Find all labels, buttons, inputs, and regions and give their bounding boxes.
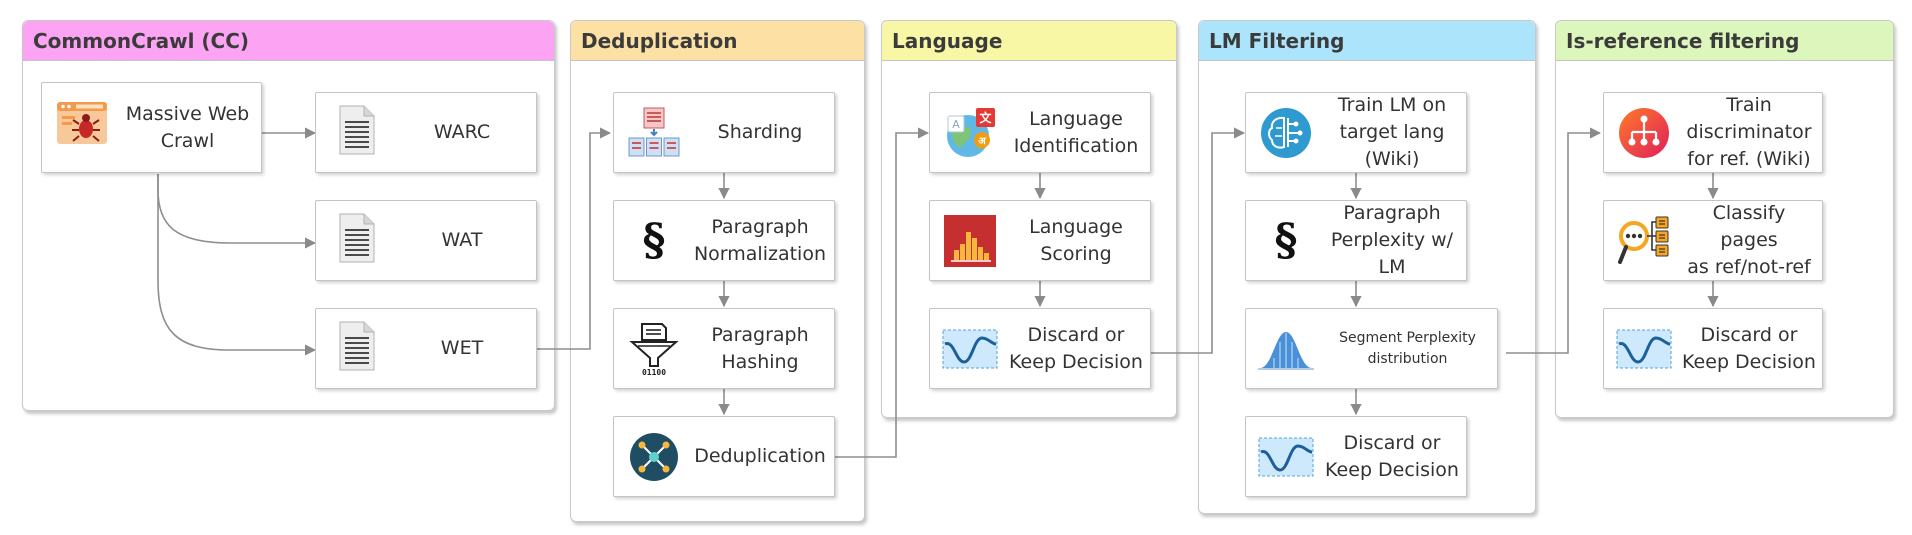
- node-language-discard-keep-label: Discard or Keep Decision: [1009, 323, 1143, 373]
- discriminator-tree-icon: [1619, 108, 1669, 158]
- translate-globe-icon: A 文 अ: [947, 108, 995, 157]
- node-wat-label: WAT: [441, 229, 483, 251]
- node-paragraph-normalization-label: Paragraph Normalization: [693, 215, 827, 265]
- node-ref-discard-keep: Discard or Keep Decision: [1603, 308, 1823, 389]
- node-segment-perplexity-label: Segment Perplexity distribution: [1339, 329, 1476, 367]
- node-classify-pages-label: Classify pages as ref/not-ref: [1687, 202, 1811, 278]
- node-wet-label: WET: [440, 337, 484, 359]
- node-classify-pages: Classify pages as ref/not-ref: [1603, 200, 1823, 281]
- classify-search-icon: [1618, 216, 1669, 264]
- wave-signal-icon: [942, 329, 998, 369]
- stage-deduplication-title: Deduplication: [571, 21, 864, 61]
- svg-text:01100: 01100: [642, 368, 666, 376]
- node-lm-discard-keep-label: Discard or Keep Decision: [1325, 431, 1459, 481]
- node-language-scoring: Language Scoring: [929, 200, 1151, 281]
- node-language-identification: A 文 अ Language Identification: [929, 92, 1151, 173]
- node-warc-label: WARC: [433, 121, 491, 143]
- bell-curve-icon: [1258, 332, 1314, 370]
- database-sharding-icon: [628, 107, 680, 157]
- bar-chart-icon: [944, 215, 996, 267]
- node-paragraph-perplexity-label: Paragraph Perplexity w/ LM: [1330, 202, 1454, 278]
- stage-commoncrawl-title: CommonCrawl (CC): [23, 21, 554, 61]
- node-lm-discard-keep: Discard or Keep Decision: [1245, 416, 1467, 497]
- svg-text:文: 文: [979, 110, 992, 125]
- section-sign-icon: §: [642, 215, 666, 266]
- node-paragraph-hashing: 01100 Paragraph Hashing: [613, 308, 835, 389]
- network-hub-icon: [630, 433, 678, 481]
- node-wet: WET: [315, 308, 537, 389]
- stage-language-title: Language: [882, 21, 1176, 61]
- funnel-hash-icon: 01100: [629, 323, 679, 376]
- node-massive-web-crawl-label: Massive Web Crawl: [125, 102, 250, 152]
- node-train-lm: Train LM on target lang (Wiki): [1245, 92, 1467, 173]
- node-sharding: Sharding: [613, 92, 835, 173]
- document-icon: [339, 105, 375, 155]
- node-paragraph-normalization: § Paragraph Normalization: [613, 200, 835, 281]
- node-language-discard-keep: Discard or Keep Decision: [929, 308, 1151, 389]
- node-train-lm-label: Train LM on target lang (Wiki): [1337, 94, 1447, 170]
- stage-is-reference-title: Is-reference filtering: [1556, 21, 1893, 61]
- node-paragraph-hashing-label: Paragraph Hashing: [711, 323, 809, 373]
- node-deduplication: Deduplication: [613, 416, 835, 497]
- node-train-discriminator-label: Train discriminator for ref. (Wiki): [1686, 94, 1812, 170]
- wave-signal-icon: [1258, 437, 1314, 477]
- document-icon: [339, 213, 375, 263]
- node-massive-web-crawl: Massive Web Crawl: [41, 82, 262, 173]
- node-sharding-label: Sharding: [717, 121, 803, 143]
- stage-lm-filtering-title: LM Filtering: [1199, 21, 1535, 61]
- node-warc: WARC: [315, 92, 537, 173]
- web-crawler-bug-icon: [57, 102, 107, 144]
- node-deduplication-label: Deduplication: [694, 445, 826, 467]
- svg-text:अ: अ: [978, 136, 987, 147]
- node-segment-perplexity: Segment Perplexity distribution: [1245, 308, 1498, 389]
- document-icon: [339, 321, 375, 371]
- node-paragraph-perplexity: § Paragraph Perplexity w/ LM: [1245, 200, 1467, 281]
- node-language-identification-label: Language Identification: [1013, 107, 1139, 157]
- section-sign-icon: §: [1274, 215, 1298, 266]
- svg-text:A: A: [952, 118, 960, 131]
- node-ref-discard-keep-label: Discard or Keep Decision: [1682, 323, 1816, 373]
- wave-signal-icon: [1616, 329, 1672, 369]
- node-train-discriminator: Train discriminator for ref. (Wiki): [1603, 92, 1823, 173]
- brain-icon: [1261, 108, 1311, 158]
- node-language-scoring-label: Language Scoring: [1029, 215, 1123, 265]
- node-wat: WAT: [315, 200, 537, 281]
